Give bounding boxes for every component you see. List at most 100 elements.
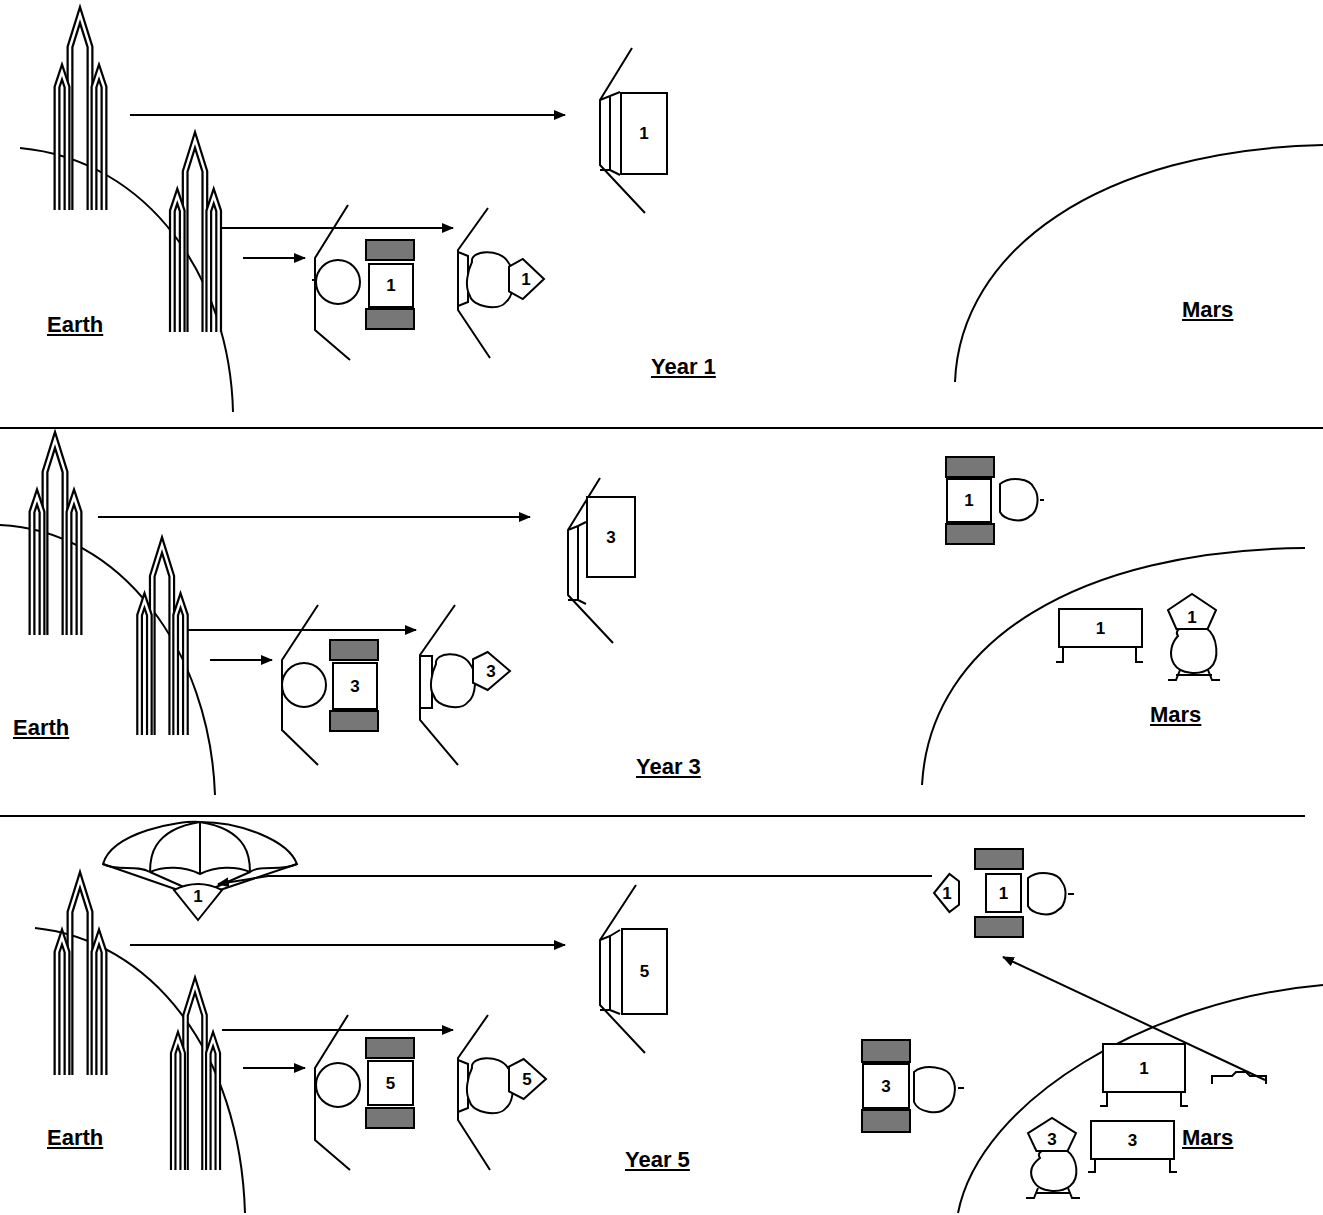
capsule-shape: 5 [506, 1057, 548, 1101]
drawing-part [467, 252, 513, 307]
drawing-part [173, 985, 218, 1170]
module-box: 1 [985, 873, 1022, 913]
callout-number: 1 [1187, 609, 1196, 626]
drawing-part [568, 522, 586, 604]
drawing-part [330, 640, 378, 660]
callout-number: 1 [1096, 620, 1105, 637]
drawing-part [312, 279, 315, 281]
callout-number: 1 [639, 125, 648, 142]
drawing-part [366, 240, 414, 260]
drawing-part [955, 145, 1323, 382]
drawing-part [1026, 1188, 1080, 1198]
drawing-part [1000, 479, 1037, 520]
drawing-part [243, 257, 305, 259]
drawing-part [1212, 1072, 1266, 1084]
return-trajectory [218, 876, 932, 884]
drawing-part [946, 524, 994, 544]
module-box: 1 [368, 263, 414, 308]
callout-number: 1 [1139, 1060, 1148, 1077]
drawing-part [862, 1040, 910, 1062]
callout-number: 1 [964, 492, 973, 509]
drawing-part [366, 1038, 414, 1058]
callout-number: 5 [386, 1075, 395, 1092]
module-box: 3 [332, 662, 378, 710]
drawing-part [958, 985, 1323, 1213]
place-label: Mars [1182, 1126, 1233, 1150]
drawing-part [0, 815, 1305, 817]
callout-number: 3 [1128, 1132, 1137, 1149]
place-label: Mars [1150, 703, 1201, 727]
module-box: 3 [586, 496, 636, 578]
drawing-part [1168, 670, 1220, 680]
place-label: Year 5 [625, 1148, 690, 1172]
drawing-part [958, 1087, 964, 1089]
drawing-part [140, 545, 186, 735]
drawing-part [1031, 1148, 1076, 1191]
module-box: 5 [367, 1060, 414, 1106]
drawing-part [150, 822, 250, 874]
drawing-part [103, 822, 297, 874]
capsule-outline [473, 652, 510, 690]
drawing-part [0, 48, 1323, 1213]
capsule-outline [1028, 1118, 1076, 1151]
module-box: 5 [621, 928, 668, 1015]
drawing-part [32, 440, 79, 635]
drawing-part [914, 1067, 955, 1112]
drawing-part [1068, 893, 1074, 895]
drawing-part [316, 260, 360, 304]
drawing-part [922, 548, 1305, 785]
drawing-part [431, 654, 475, 707]
module-box: 1 [1058, 608, 1143, 648]
drawing-part [210, 659, 272, 661]
capsule-shape: 1 [932, 872, 962, 914]
drawing-part [600, 92, 620, 175]
capsule-shape: 1 [172, 880, 224, 922]
capsule-shape: 1 [506, 257, 546, 301]
callout-number: 1 [942, 885, 951, 902]
capsule-outline [509, 1059, 546, 1099]
place-label: Earth [47, 1126, 103, 1150]
callout-number: 3 [606, 529, 615, 546]
callout-number: 1 [999, 885, 1008, 902]
callout-number: 1 [386, 277, 395, 294]
capsule-outline [509, 259, 544, 299]
drawing-part [282, 663, 326, 707]
drawing-part [130, 944, 565, 946]
place-label: Earth [13, 716, 69, 740]
module-box: 3 [1090, 1120, 1175, 1160]
callout-number: 5 [640, 963, 649, 980]
drawing-part [600, 930, 620, 1014]
capsule-outline [934, 874, 959, 912]
drawing-part [316, 1063, 360, 1107]
callout-number: 5 [522, 1071, 531, 1088]
drawing-part [946, 457, 994, 477]
drawing-part [243, 1067, 305, 1069]
drawing-part [1171, 626, 1216, 673]
capsule-shape: 3 [470, 650, 512, 692]
drawing-part [0, 427, 1323, 429]
drawing-part [1040, 499, 1044, 501]
module-box: 1 [1102, 1043, 1186, 1093]
module-box: 1 [946, 478, 992, 523]
drawing-part [366, 1108, 414, 1128]
callout-number: 3 [1047, 1131, 1056, 1148]
drawing-part [130, 114, 565, 116]
drawing-part [57, 15, 104, 210]
capsule-outline [174, 884, 222, 920]
module-box: 3 [862, 1063, 910, 1109]
callout-number: 3 [486, 663, 495, 680]
capsule-outline [1168, 594, 1216, 629]
callout-number: 1 [521, 271, 530, 288]
drawing-part [222, 227, 453, 229]
drawing-part [172, 140, 218, 332]
drawing-part [1100, 1093, 1188, 1106]
drawing-part [1028, 873, 1065, 914]
drawing-part [862, 1110, 910, 1132]
drawing-part [20, 148, 233, 412]
module-box: 1 [620, 92, 668, 175]
callout-number: 3 [881, 1078, 890, 1095]
drawing-part [366, 309, 414, 329]
callout-number: 3 [350, 678, 359, 695]
callout-number: 1 [193, 888, 202, 905]
